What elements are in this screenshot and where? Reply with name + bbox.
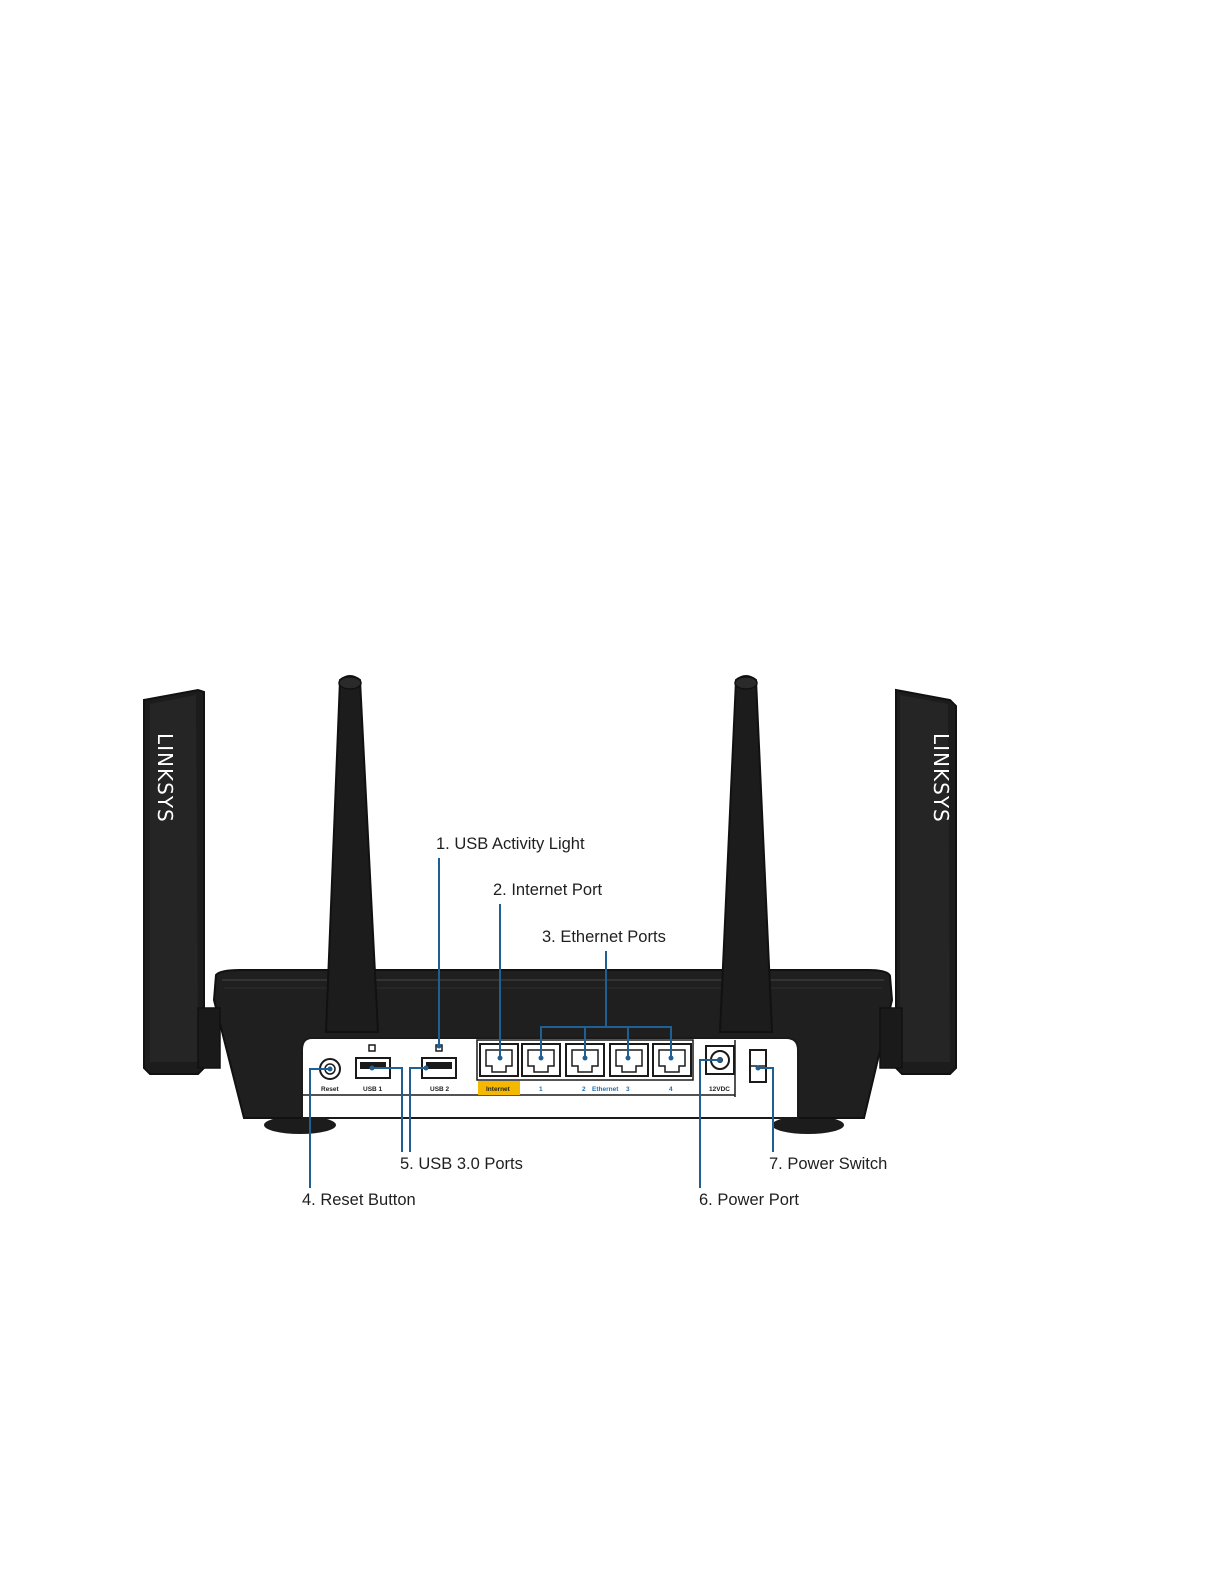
label-reset: Reset <box>321 1086 340 1093</box>
left-dipole-antenna <box>326 676 378 1032</box>
label-usb2: USB 2 <box>430 1086 450 1093</box>
label-usb1: USB 1 <box>363 1086 383 1093</box>
label-eth3: 3 <box>626 1086 630 1093</box>
label-ethernet: Ethernet <box>592 1086 619 1093</box>
label-eth2: 2 <box>582 1086 586 1093</box>
callout-usb-activity-light: 1. USB Activity Light <box>436 835 585 853</box>
label-internet: Internet <box>486 1086 511 1093</box>
callout-power-switch: 7. Power Switch <box>769 1155 887 1173</box>
label-eth1: 1 <box>539 1086 543 1093</box>
callout-internet-port: 2. Internet Port <box>493 881 603 899</box>
callout-reset-button: 4. Reset Button <box>302 1191 416 1209</box>
callout-power-port: 6. Power Port <box>699 1191 799 1209</box>
callout-ethernet-ports: 3. Ethernet Ports <box>542 928 666 946</box>
left-antenna-brand: LINKSYS <box>153 733 177 823</box>
right-dipole-antenna <box>720 676 772 1032</box>
label-eth4: 4 <box>669 1086 673 1093</box>
left-paddle-antenna: LINKSYS <box>144 690 204 1074</box>
label-12vdc: 12VDC <box>709 1086 730 1093</box>
right-antenna-brand: LINKSYS <box>929 733 953 823</box>
callout-usb-ports: 5. USB 3.0 Ports <box>400 1155 523 1173</box>
right-paddle-antenna: LINKSYS <box>896 690 956 1074</box>
